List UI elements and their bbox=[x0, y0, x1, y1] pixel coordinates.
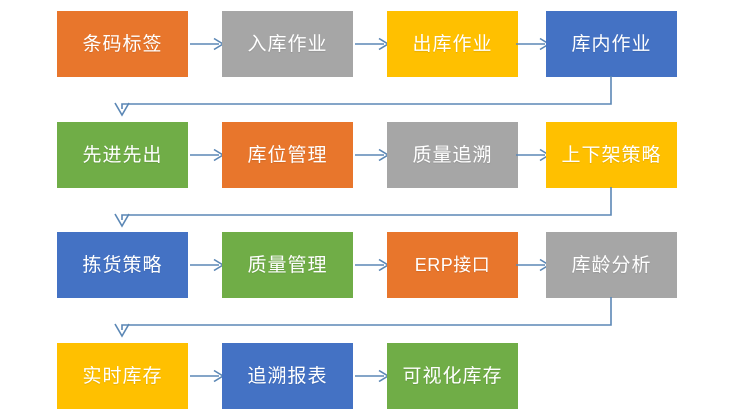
flow-node-label: 实时库存 bbox=[82, 365, 163, 387]
snake-connector-down-left-icon bbox=[0, 297, 732, 343]
flow-node-traceability-report[interactable]: 追溯报表 bbox=[222, 343, 353, 409]
flow-node-putaway-retrieval-strategy[interactable]: 上下架策略 bbox=[546, 122, 677, 188]
flow-node-label: 条码标签 bbox=[82, 33, 163, 55]
arrow-right-icon bbox=[355, 37, 391, 51]
flow-node-picking-strategy[interactable]: 拣货策略 bbox=[57, 232, 188, 298]
flow-node-realtime-inventory[interactable]: 实时库存 bbox=[57, 343, 188, 409]
flow-node-label: 库位管理 bbox=[247, 144, 328, 166]
flow-node-label: 库龄分析 bbox=[571, 254, 652, 276]
flow-node-quality-management[interactable]: 质量管理 bbox=[222, 232, 353, 298]
arrow-right-icon bbox=[355, 369, 391, 383]
flow-node-label: 出库作业 bbox=[412, 33, 493, 55]
flow-node-quality-traceability[interactable]: 质量追溯 bbox=[387, 122, 518, 188]
flow-node-label: 上下架策略 bbox=[561, 144, 662, 166]
flow-row-2: 先进先出 库位管理 质量追溯 上下架策略 bbox=[0, 121, 732, 189]
flow-node-label: 先进先出 bbox=[82, 144, 163, 166]
flow-node-in-warehouse-operation[interactable]: 库内作业 bbox=[546, 11, 677, 77]
flow-node-label: 可视化库存 bbox=[402, 365, 503, 387]
snake-connector-down-left-icon bbox=[0, 187, 732, 233]
flow-node-barcode-label[interactable]: 条码标签 bbox=[57, 11, 188, 77]
flow-node-label: 拣货策略 bbox=[82, 254, 163, 276]
flow-node-inbound-operation[interactable]: 入库作业 bbox=[222, 11, 353, 77]
flow-node-label: 库内作业 bbox=[571, 33, 652, 55]
flow-node-label: 质量追溯 bbox=[412, 144, 493, 166]
flow-row-3: 拣货策略 质量管理 ERP接口 库龄分析 bbox=[0, 231, 732, 299]
arrow-right-icon bbox=[355, 258, 391, 272]
flow-row-4: 实时库存 追溯报表 可视化库存 bbox=[0, 342, 732, 410]
arrow-right-icon bbox=[190, 37, 226, 51]
flow-node-label: 质量管理 bbox=[247, 254, 328, 276]
flow-node-visual-inventory[interactable]: 可视化库存 bbox=[387, 343, 518, 409]
flow-node-fifo[interactable]: 先进先出 bbox=[57, 122, 188, 188]
flow-node-erp-interface[interactable]: ERP接口 bbox=[387, 232, 518, 298]
flow-node-inventory-age-analysis[interactable]: 库龄分析 bbox=[546, 232, 677, 298]
arrow-right-icon bbox=[355, 148, 391, 162]
flow-node-outbound-operation[interactable]: 出库作业 bbox=[387, 11, 518, 77]
flow-row-1: 条码标签 入库作业 出库作业 库内作业 bbox=[0, 10, 732, 78]
flow-node-label: 入库作业 bbox=[247, 33, 328, 55]
flow-node-location-management[interactable]: 库位管理 bbox=[222, 122, 353, 188]
arrow-right-icon bbox=[190, 258, 226, 272]
flow-node-label: ERP接口 bbox=[414, 255, 491, 275]
flow-node-label: 追溯报表 bbox=[247, 365, 328, 387]
snake-connector-down-left-icon bbox=[0, 76, 732, 122]
arrow-right-icon bbox=[190, 369, 226, 383]
arrow-right-icon bbox=[190, 148, 226, 162]
